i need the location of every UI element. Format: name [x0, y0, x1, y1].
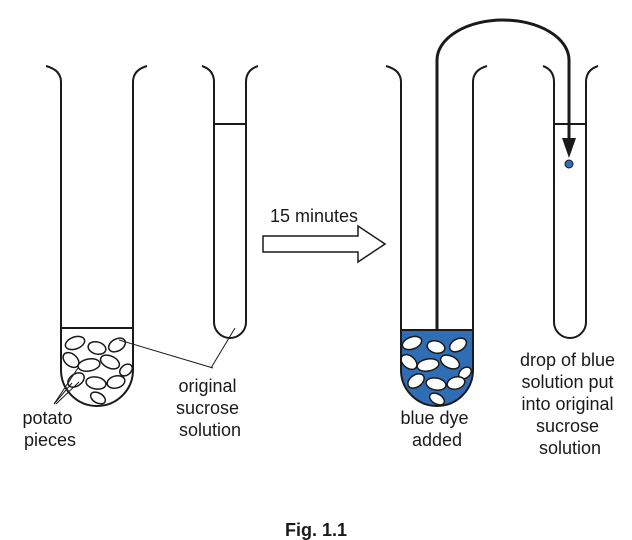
test-tube-blue-dye: [385, 65, 488, 407]
label-lines-left: [53, 327, 236, 405]
label-blue-dye: blue dye added: [400, 408, 473, 450]
test-tube-sucrose: [201, 65, 259, 339]
transfer-pipe: [435, 18, 576, 330]
test-tube-potato: [45, 65, 148, 407]
arrow-head: [562, 138, 576, 158]
label-potato-pieces: potato pieces: [22, 408, 77, 450]
blue-drop: [564, 159, 574, 169]
label-original-sucrose: original sucrose solution: [176, 376, 244, 440]
figure-caption: Fig. 1.1: [285, 520, 347, 540]
label-time: 15 minutes: [270, 206, 358, 226]
potato-pieces: [400, 335, 473, 406]
potato-pieces: [62, 335, 134, 405]
label-drop: drop of blue solution put into original …: [520, 350, 620, 458]
time-arrow: [262, 224, 387, 264]
